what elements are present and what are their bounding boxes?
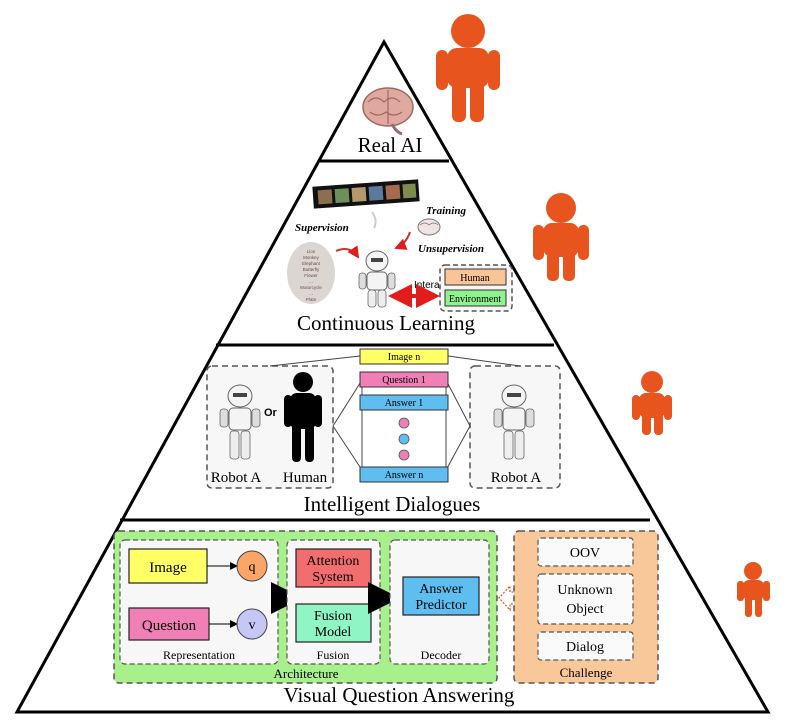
attention-system-box (295, 548, 372, 588)
fusion-model-label: Fusion (314, 609, 352, 624)
answer-n-label: Answer n (385, 470, 424, 481)
image-n-label: Image n (388, 352, 421, 363)
pyramid-outline (14, 38, 771, 714)
question-1-box (359, 371, 449, 388)
human-label: Human (283, 470, 328, 486)
image-input-box (128, 548, 208, 584)
word-cloud-item: Elephant (302, 261, 321, 266)
level-label-continuous-learning: Continuous Learning (297, 311, 475, 335)
word-cloud-item: Lion (307, 249, 316, 254)
word-cloud-item: … (309, 279, 314, 284)
word-cloud-item: Butterfly (303, 267, 320, 272)
training-label: Training (426, 205, 466, 217)
decoder-label: Decoder (421, 648, 462, 662)
brain-icon (362, 87, 414, 136)
q-label: q (249, 560, 256, 575)
fusion-model-box (295, 603, 372, 643)
unknown-object-label: Unknown (557, 583, 612, 598)
human-box (444, 268, 507, 286)
v-circle (236, 608, 268, 640)
robot-a-right-label: Robot A (491, 470, 542, 486)
architecture-label: Architecture (274, 666, 339, 681)
oov-label: OOV (570, 546, 600, 561)
ellipsis-dot-pink (398, 417, 410, 429)
environment-box-label: Environment (449, 294, 501, 305)
word-cloud-item: Motorcycle (300, 285, 322, 290)
level-label-intelligent-dialogues: Intelligent Dialogues (304, 492, 481, 516)
answer-predictor-label: Answer (419, 582, 463, 597)
image-n-box (359, 348, 449, 365)
attention-system-label: System (312, 570, 353, 585)
level-label-vqa: Visual Question Answering (284, 683, 515, 707)
robot-icon-right (493, 384, 535, 460)
word-cloud-item: Plate (306, 297, 317, 302)
person-icon-tiny (737, 562, 770, 617)
fusion-label: Fusion (317, 648, 350, 662)
answer-1-label: Answer 1 (385, 398, 424, 409)
unknown-object-box (537, 573, 634, 625)
or-label: Or (264, 407, 278, 419)
dialog-label: Dialog (566, 640, 604, 655)
word-cloud-item: Monkey (303, 255, 320, 260)
answer-n-box (359, 466, 449, 483)
representation-label: Representation (163, 648, 235, 662)
person-icon-large (436, 14, 500, 122)
level-label-real-ai: Real AI (358, 133, 423, 157)
environment-box (444, 289, 507, 307)
supervision-label: Supervision (295, 222, 349, 234)
person-icon-small (632, 371, 672, 435)
robot-icon-left (219, 384, 261, 460)
word-cloud: Lion Monkey Elephant Butterfly Flower … … (287, 242, 335, 304)
attention-system-label: Attention (307, 554, 360, 569)
oov-box (537, 537, 634, 567)
person-icon-medium (533, 193, 589, 281)
robot-icon-learning (358, 250, 396, 308)
learning-arrows (335, 211, 411, 259)
ellipsis-dot-pink (398, 449, 410, 461)
answer-predictor-label: Predictor (415, 598, 467, 613)
filmstrip-image (312, 179, 420, 209)
robot-a-left-label: Robot A (211, 470, 262, 486)
fusion-model-label: Model (315, 625, 352, 640)
image-input-label: Image (149, 560, 187, 576)
human-silhouette-icon (284, 372, 322, 462)
unknown-object-label: Object (566, 602, 603, 617)
q-circle (236, 550, 268, 582)
human-box-label: Human (460, 273, 489, 284)
question-input-label: Question (142, 618, 197, 634)
dialogue-connectors (269, 355, 521, 472)
unsupervision-label: Unsupervision (418, 243, 484, 255)
answer-1-box (359, 394, 449, 411)
challenge-label: Challenge (560, 665, 613, 680)
v-label: v (249, 618, 256, 633)
small-brain-icon (417, 218, 441, 236)
word-cloud-item: Flower (304, 273, 318, 278)
answer-predictor-box (402, 576, 480, 616)
word-cloud-item: … (309, 291, 314, 296)
dialog-box (537, 631, 634, 661)
ellipsis-dot-blue (398, 433, 410, 445)
question-1-label: Question 1 (382, 375, 426, 386)
